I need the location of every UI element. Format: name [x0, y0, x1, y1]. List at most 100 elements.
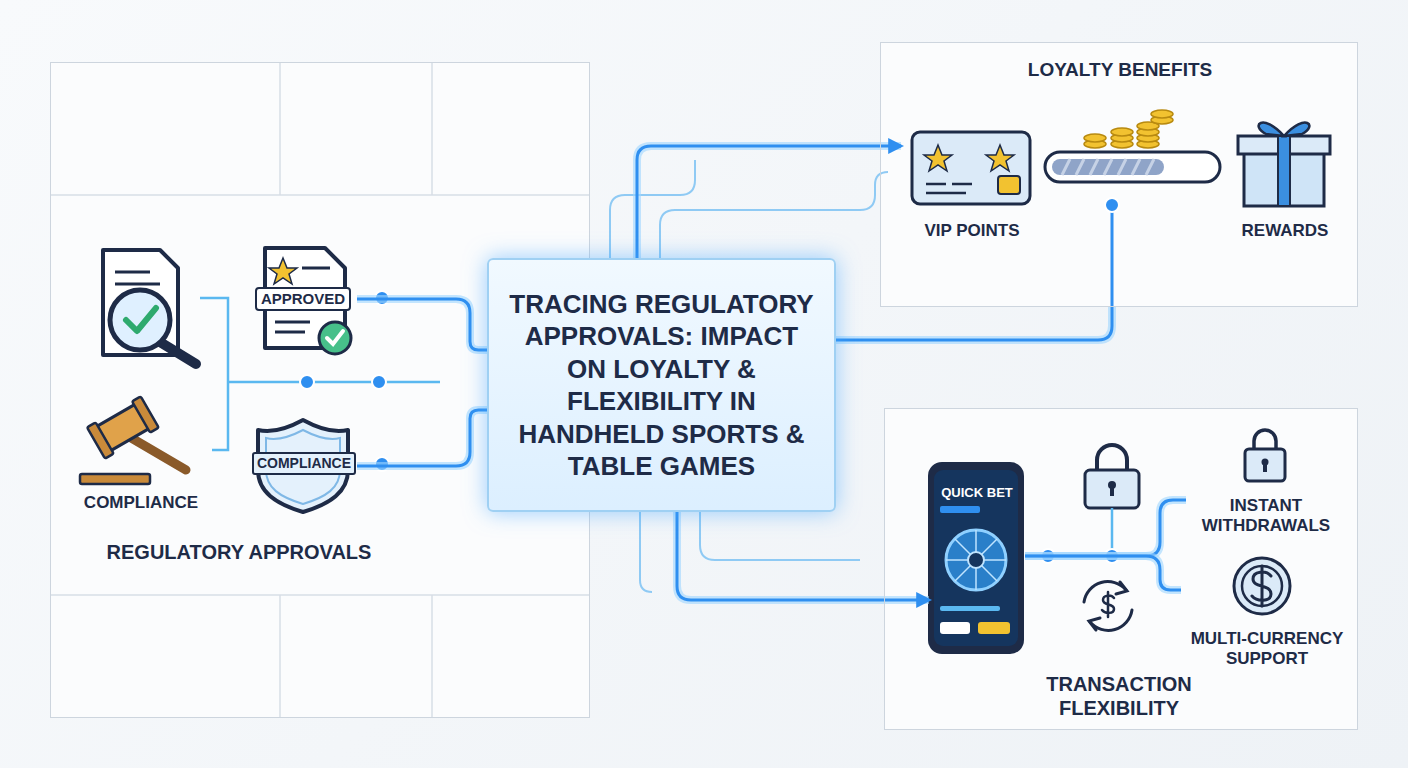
- currency-coin: [1234, 558, 1290, 614]
- label-holder: LOYALTY BENEFITS: [881, 59, 1359, 81]
- connector: [1025, 556, 1181, 590]
- gavel-part-part: [87, 422, 114, 458]
- phone-screen: QUICK BET: [929, 463, 1025, 655]
- connector-line: [1025, 500, 1186, 556]
- magnifier-document-part: [160, 342, 196, 364]
- progress-bar-part: [1084, 110, 1173, 148]
- locks-part: [1110, 486, 1114, 496]
- approved-document: APPROVED: [249, 243, 357, 355]
- connector-glow: [637, 146, 901, 258]
- vip-card: [912, 132, 1030, 204]
- locks-part: [1085, 470, 1139, 508]
- currency-coin-part: [1234, 558, 1290, 614]
- panel-heading: REGULATORY APPROVALS: [107, 541, 372, 563]
- currency-coin-part: [1252, 566, 1271, 606]
- gift-box-part: [1278, 136, 1290, 206]
- phone: [928, 462, 1024, 654]
- vip-card-part: [912, 132, 1030, 204]
- exchange-icon: [1084, 582, 1132, 631]
- decor-lines-part: [700, 512, 860, 560]
- progress-bar-part: [1052, 159, 1164, 175]
- progress-bar-part-part: [1151, 110, 1173, 118]
- exchange-icon-part: [1102, 592, 1114, 617]
- magnifier-document-part: [115, 272, 160, 284]
- magnifier-document-part: [103, 250, 178, 355]
- progress-bar-part: [1105, 198, 1119, 212]
- title-text: TRACING REGULATORY APPROVALS: IMPACT ON …: [489, 288, 834, 483]
- approved-document-part: [327, 331, 343, 344]
- approved-document-part: [319, 322, 351, 354]
- panel-grounds-part: [880, 42, 1358, 307]
- vip-card-part: [926, 184, 972, 193]
- progress-bar: [1045, 110, 1220, 307]
- locks-part: [1097, 445, 1127, 472]
- left-wires-part: [200, 298, 228, 450]
- connector: [677, 512, 929, 600]
- locks-part: [1245, 449, 1285, 481]
- wire-dots-part: [300, 375, 314, 389]
- item-label: MULTI-CURRENCY SUPPORT: [1191, 629, 1344, 668]
- phone-part: [940, 606, 1000, 611]
- connector-line: [637, 146, 901, 258]
- progress-bar-part: [1045, 152, 1220, 182]
- vip-card-part: [998, 176, 1020, 194]
- connector-glow: [1025, 500, 1186, 556]
- region-panel: TRANSACTION FLEXIBILITY QUICK BET INSTANT …: [884, 408, 1358, 730]
- item-label: QUICK BET: [941, 485, 1013, 500]
- connector-line: [836, 307, 1112, 340]
- progress-bar-part: [1062, 159, 1154, 175]
- phone-part: [946, 530, 1006, 590]
- connector-line: [357, 299, 487, 350]
- connector-glow: [1025, 556, 1181, 590]
- connector: [357, 299, 487, 350]
- decor-lines-part: [640, 512, 652, 592]
- label-holder: COMPLIANCE: [251, 452, 357, 475]
- vip-card-part: [924, 145, 952, 171]
- label-holder: REWARDS: [1227, 221, 1343, 241]
- exchange-icon-part: [1116, 582, 1127, 594]
- label-holder: VIP POINTS: [901, 221, 1043, 241]
- locks-part: [1254, 430, 1276, 450]
- connector: [637, 146, 901, 258]
- panel-grounds-part: [884, 408, 1358, 730]
- label-holder: INSTANT WITHDRAWALS: [1186, 496, 1346, 536]
- left-wires-part: [228, 381, 440, 384]
- item-label: VIP POINTS: [924, 221, 1019, 240]
- shield-icon: COMPLIANCE: [251, 419, 357, 513]
- exchange-icon-part: [1089, 618, 1100, 630]
- panel-grounds: [50, 42, 1358, 730]
- item-label: COMPLIANCE: [252, 452, 356, 475]
- label-holder: MULTI-CURRENCY SUPPORT: [1181, 629, 1353, 669]
- item-label: APPROVED: [255, 287, 351, 311]
- panel-heading: LOYALTY BENEFITS: [1028, 59, 1212, 80]
- magnifier-document-part: [126, 308, 156, 331]
- connector: [836, 307, 1112, 340]
- label-holder: APPROVED: [249, 287, 357, 311]
- title-box: TRACING REGULATORY APPROVALS: IMPACT ON …: [487, 258, 836, 512]
- phone-part: [946, 530, 1006, 590]
- connector: [1025, 500, 1186, 556]
- gavel: [80, 396, 186, 484]
- panel-heading: TRANSACTION FLEXIBILITY: [1046, 673, 1192, 719]
- magnifier-document: [103, 250, 196, 364]
- label-holder: REGULATORY APPROVALS: [79, 541, 399, 565]
- gavel-icon: COMPLIANCE: [71, 411, 211, 513]
- gavel-part: [128, 436, 186, 470]
- gift-box-part: [1259, 123, 1310, 136]
- connector-line: [1025, 556, 1181, 590]
- locks-part: [1263, 463, 1267, 472]
- gavel-part-part: [132, 396, 159, 432]
- region-panel: LOYALTY BENEFITS VIP POINTS REWARDS: [880, 42, 1358, 307]
- decor-lines-part: [660, 172, 888, 258]
- phone-part: [928, 462, 1024, 654]
- gift-icon: REWARDS: [1227, 109, 1343, 241]
- currency-item: MULTI-CURRENCY SUPPORT: [1181, 551, 1353, 669]
- magnifier-document-part: [110, 290, 170, 350]
- exchange-icon-part: [1084, 582, 1126, 602]
- connector-glow: [677, 512, 929, 600]
- label-holder: TRANSACTION FLEXIBILITY: [1029, 673, 1209, 720]
- progress-bar-part-part: [1111, 128, 1133, 136]
- wire-dots-part: [372, 375, 386, 389]
- vip-card-part: [986, 145, 1014, 171]
